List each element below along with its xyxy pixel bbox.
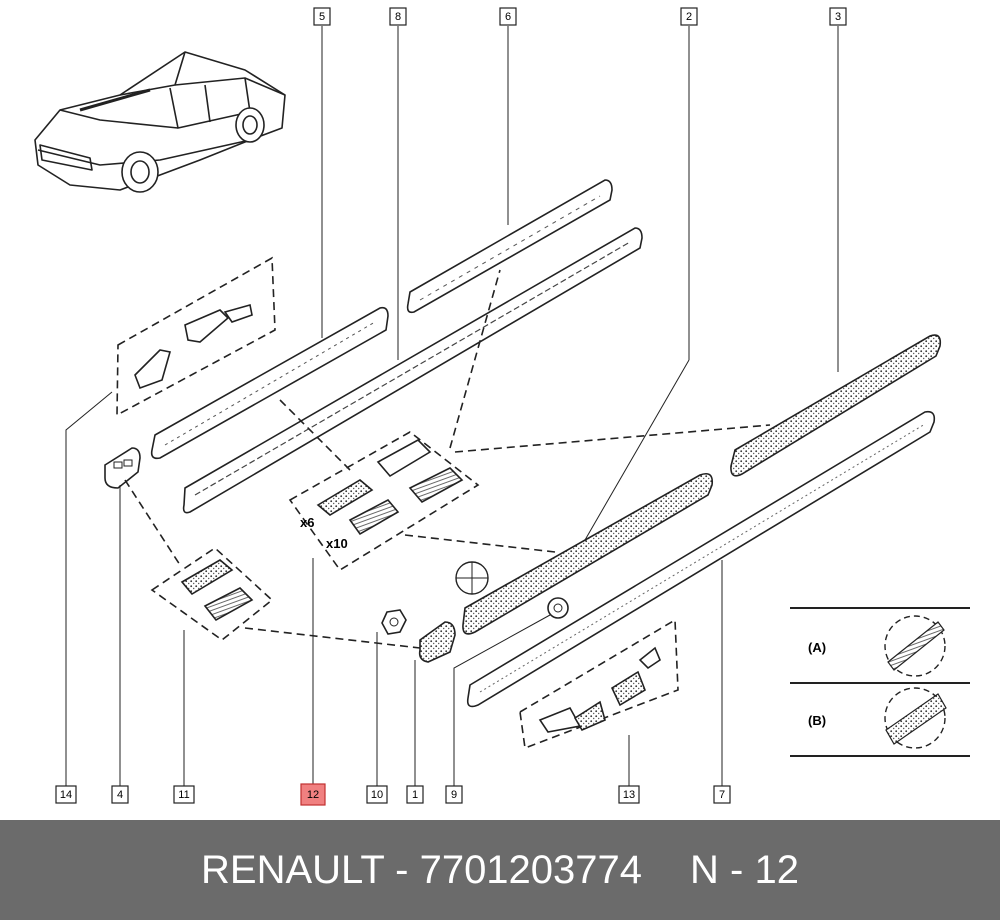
- callout-8[interactable]: 8: [389, 7, 407, 26]
- legend-panel: (A) (B): [790, 607, 970, 757]
- trim-strip-6: [406, 179, 613, 314]
- svg-text:9: 9: [451, 789, 457, 801]
- callout-3[interactable]: 3: [829, 7, 847, 26]
- car-illustration: [34, 51, 286, 193]
- trim-strip-5: [150, 306, 389, 460]
- svg-text:8: 8: [395, 11, 401, 23]
- legend-swatch-b: [884, 687, 947, 749]
- svg-text:6: 6: [505, 11, 511, 23]
- section-ring: [455, 561, 489, 595]
- cap-4: [104, 447, 141, 489]
- trim-strip-8: [182, 227, 643, 514]
- svg-text:10: 10: [371, 789, 383, 801]
- svg-text:13: 13: [623, 789, 635, 801]
- callout-2[interactable]: 2: [680, 7, 698, 26]
- legend-swatch-a: [884, 615, 946, 677]
- callout-7[interactable]: 7: [713, 785, 731, 804]
- footer-brand-part: RENAULT - 7701203774: [201, 847, 643, 892]
- qty-x6: x6: [300, 515, 314, 530]
- nut-10: [381, 609, 407, 635]
- connector-lines: [124, 269, 771, 649]
- group-11: [150, 546, 274, 642]
- callout-4[interactable]: 4: [111, 785, 129, 804]
- group-12: [288, 431, 480, 572]
- legend-label-a: (A): [808, 640, 826, 655]
- end-cap-1: [418, 621, 456, 663]
- callout-5[interactable]: 5: [313, 7, 331, 26]
- footer-bar: RENAULT - 7701203774 N - 12: [0, 820, 1000, 920]
- group-13: [519, 618, 679, 750]
- svg-text:11: 11: [178, 789, 189, 801]
- leader-lines: [65, 26, 839, 786]
- svg-text:12: 12: [307, 789, 319, 801]
- moulding-2: [462, 472, 714, 635]
- parts-diagram: x6 x10 5 8 6 2 3 14 4 11 12 10 1 9 13 7 …: [34, 7, 970, 806]
- callout-10[interactable]: 10: [366, 785, 388, 804]
- svg-text:7: 7: [719, 789, 725, 801]
- legend-label-b: (B): [808, 713, 826, 728]
- callout-6[interactable]: 6: [499, 7, 517, 26]
- moulding-3: [730, 334, 942, 477]
- callout-1[interactable]: 1: [406, 785, 424, 804]
- group-14: [116, 256, 276, 417]
- qty-x10: x10: [326, 536, 348, 551]
- svg-text:5: 5: [319, 11, 325, 23]
- svg-text:1: 1: [412, 789, 418, 801]
- callout-12[interactable]: 12: [300, 783, 326, 806]
- callout-14[interactable]: 14: [55, 785, 77, 804]
- callout-13[interactable]: 13: [618, 785, 640, 804]
- moulding-7: [466, 410, 936, 708]
- clip-9: [547, 597, 569, 619]
- svg-text:14: 14: [60, 789, 72, 801]
- svg-text:3: 3: [835, 11, 841, 23]
- callout-11[interactable]: 11: [173, 785, 195, 804]
- footer-ref: N - 12: [690, 847, 799, 892]
- callout-9[interactable]: 9: [445, 785, 463, 804]
- svg-text:4: 4: [117, 789, 123, 801]
- svg-text:2: 2: [686, 11, 692, 23]
